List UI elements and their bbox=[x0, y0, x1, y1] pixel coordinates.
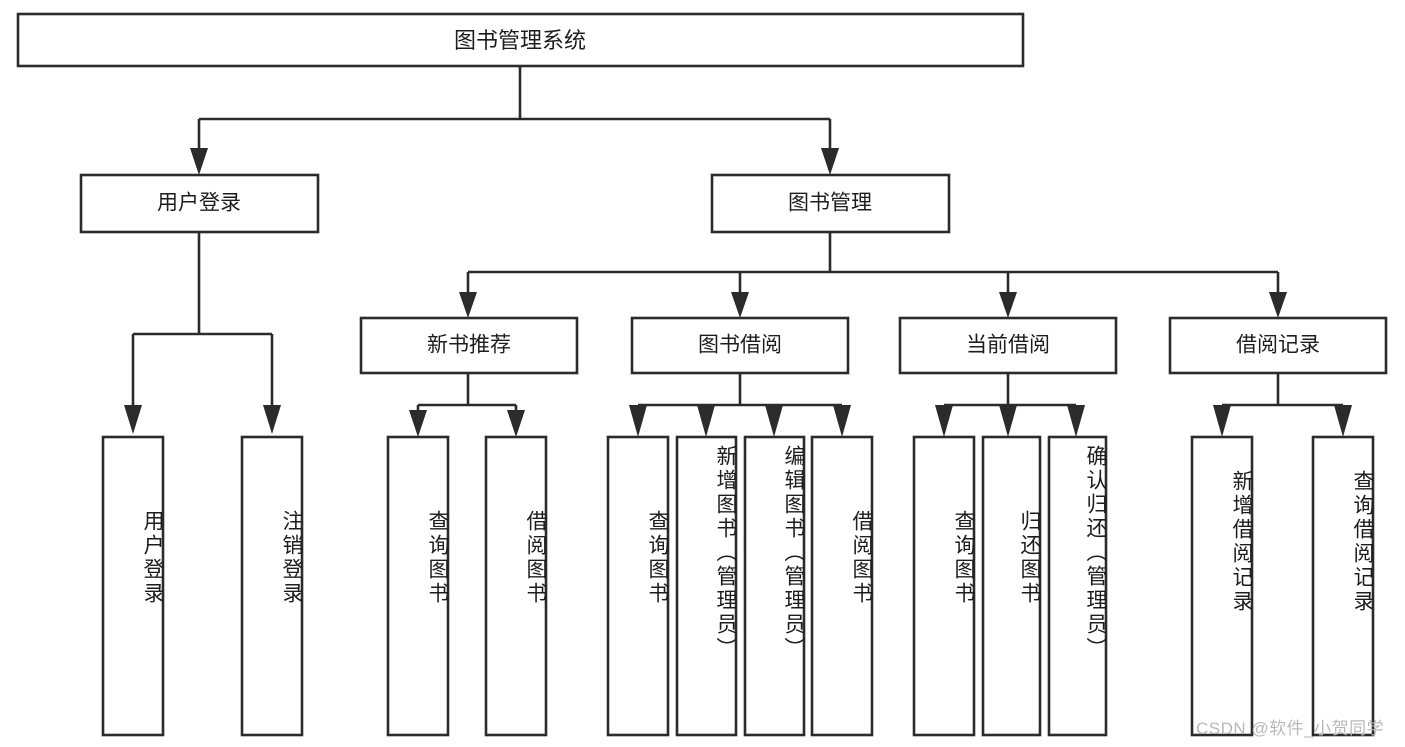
node-root-label: 图书管理系统 bbox=[454, 28, 586, 53]
arrow-head-leaf-user-login bbox=[124, 405, 142, 434]
node-leaf-user-login-box[interactable] bbox=[101, 435, 165, 737]
arrow-head-leaf-borrow-book-1 bbox=[507, 410, 525, 437]
node-layer bbox=[16, 12, 1388, 737]
node-leaf-borrow-book-2-box[interactable] bbox=[810, 435, 874, 737]
node-book-borrow-box[interactable] bbox=[630, 316, 850, 375]
arrow-head-leaf-return-book bbox=[999, 405, 1017, 437]
node-borrow-record-label: 借阅记录 bbox=[1236, 334, 1320, 357]
arrow-head-leaf-user-logout bbox=[263, 405, 281, 434]
node-user-login-box[interactable] bbox=[79, 173, 320, 234]
node-leaf-query-book-1-box[interactable] bbox=[386, 435, 450, 737]
node-root-box[interactable] bbox=[16, 12, 1025, 68]
node-new-book-recommend-box[interactable] bbox=[359, 316, 579, 375]
node-leaf-user-logout-box[interactable] bbox=[240, 435, 304, 737]
node-leaf-return-book-box[interactable] bbox=[981, 435, 1042, 737]
arrow-head-leaf-borrow-book-2 bbox=[833, 405, 851, 437]
connector-layer bbox=[124, 66, 1352, 437]
label-layer: 图书管理系统 用户登录 图书管理 新书推荐 图书借阅 当前借阅 借阅记录 bbox=[157, 28, 1320, 357]
node-leaf-confirm-return-box[interactable] bbox=[1047, 435, 1108, 737]
arrow-head-leaf-query-book-3 bbox=[935, 405, 953, 437]
node-new-book-recommend-label: 新书推荐 bbox=[427, 334, 511, 357]
arrow-head-leaf-query-book-2 bbox=[629, 405, 647, 437]
arrow-head-leaf-confirm-return bbox=[1067, 405, 1085, 437]
arrow-head-leaf-edit-book bbox=[765, 405, 783, 437]
arrow-head-leaf-query-book-1 bbox=[409, 410, 427, 437]
node-leaf-add-record-box[interactable] bbox=[1190, 435, 1254, 737]
node-user-login-label: 用户登录 bbox=[157, 192, 241, 215]
arrow-head-book-manage bbox=[821, 148, 839, 175]
arrow-head-borrow-record bbox=[1269, 292, 1287, 318]
node-borrow-record-box[interactable] bbox=[1168, 316, 1388, 375]
arrow-head-book-borrow bbox=[731, 292, 749, 318]
arrow-head-leaf-add-record bbox=[1213, 405, 1231, 437]
node-current-borrow-box[interactable] bbox=[898, 316, 1118, 375]
node-book-manage-box[interactable] bbox=[710, 173, 951, 234]
arrow-head-new-book-recommend bbox=[459, 292, 477, 318]
node-current-borrow-label: 当前借阅 bbox=[966, 334, 1050, 357]
arrow-head-user-login bbox=[190, 148, 208, 175]
node-leaf-add-book-box[interactable] bbox=[675, 435, 738, 737]
node-book-manage-label: 图书管理 bbox=[788, 192, 872, 215]
node-leaf-query-book-3-box[interactable] bbox=[912, 435, 976, 737]
node-leaf-borrow-book-1-box[interactable] bbox=[484, 435, 548, 737]
watermark-text: CSDN @软件_小贺同学 bbox=[1196, 719, 1385, 738]
node-book-borrow-label: 图书借阅 bbox=[698, 334, 782, 357]
arrow-head-leaf-query-record bbox=[1334, 405, 1352, 437]
node-leaf-query-record-box[interactable] bbox=[1311, 435, 1375, 737]
node-leaf-edit-book-box[interactable] bbox=[743, 435, 806, 737]
arrow-head-current-borrow bbox=[999, 292, 1017, 318]
arrow-head-leaf-add-book bbox=[697, 405, 715, 437]
node-leaf-query-book-2-box[interactable] bbox=[606, 435, 670, 737]
